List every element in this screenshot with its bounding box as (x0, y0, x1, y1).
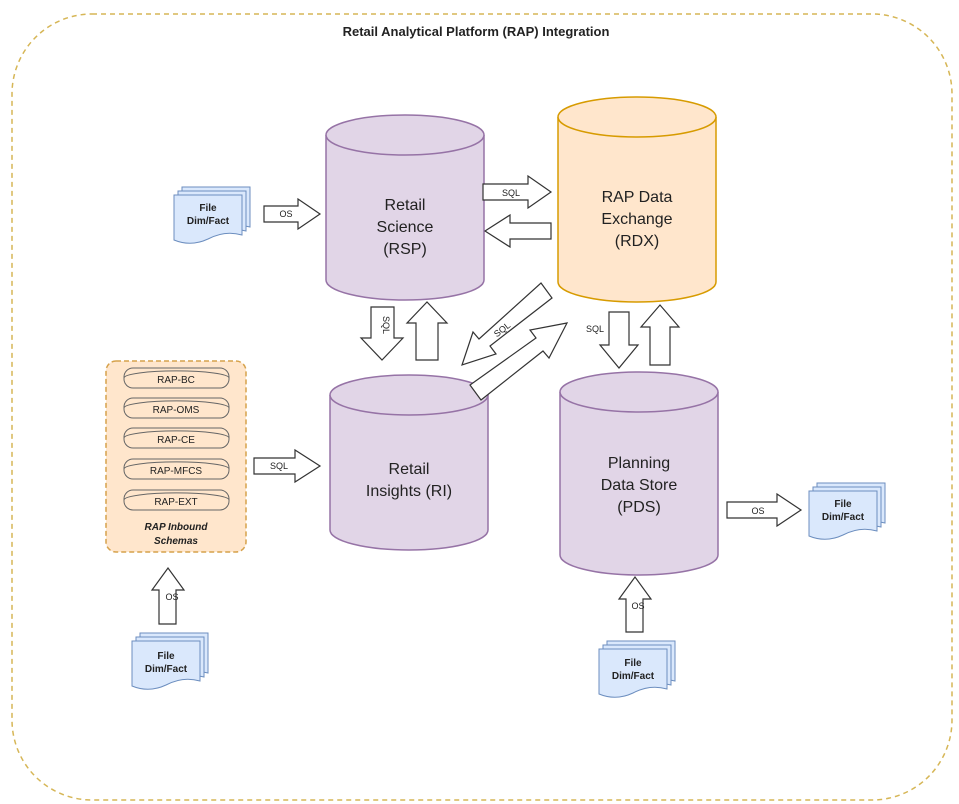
arrow-pds-to-rdx (639, 304, 681, 366)
database-rdx: RAP Data Exchange (RDX) (557, 96, 717, 303)
arrow-label-pds-to-file: OS (751, 506, 764, 516)
schema-rap-bc: RAP-BC (123, 367, 230, 389)
arrow-label-file-to-rsp: OS (279, 209, 292, 219)
schema-rap-ext: RAP-EXT (123, 489, 230, 511)
schemas-caption-line2: Schemas (154, 536, 198, 547)
svg-text:Dim/Fact: Dim/Fact (145, 664, 188, 675)
arrow-label-rdx-to-pds: SQL (586, 324, 604, 334)
svg-text:RAP-OMS: RAP-OMS (153, 405, 200, 416)
svg-text:RAP-MFCS: RAP-MFCS (150, 466, 203, 477)
arrow-label-schemas-to-ri: SQL (270, 461, 288, 471)
file-stack-rsp: File Dim/Fact (173, 186, 251, 244)
rsp-label-line1: Retail (385, 197, 426, 214)
schema-rap-ce: RAP-CE (123, 427, 230, 449)
file-stack-schemas: File Dim/Fact (131, 632, 209, 690)
platform-boundary (11, 13, 953, 801)
schema-rap-oms: RAP-OMS (123, 397, 230, 419)
file-stack-pds-inbound: File Dim/Fact (598, 640, 676, 698)
arrow-rdx-to-rsp (483, 213, 552, 249)
schema-rap-mfcs: RAP-MFCS (123, 458, 230, 480)
svg-text:RAP-BC: RAP-BC (157, 375, 195, 386)
arrow-pds-to-file (726, 492, 803, 528)
rsp-label-line3: (RSP) (383, 241, 427, 258)
svg-text:RAP-CE: RAP-CE (157, 435, 195, 446)
svg-text:RAP-EXT: RAP-EXT (154, 497, 197, 508)
arrow-file-to-rsp (263, 197, 322, 231)
database-ri: Retail Insights (RI) (329, 374, 489, 551)
arrow-rsp-to-ri (359, 306, 405, 361)
schemas-caption-line1: RAP Inbound (145, 522, 209, 533)
ri-label-line1: Retail (389, 461, 430, 478)
pds-label-line3: (PDS) (617, 499, 661, 516)
svg-text:Dim/Fact: Dim/Fact (187, 216, 230, 227)
rsp-label-line2: Science (377, 219, 434, 236)
pds-label-line1: Planning (608, 455, 670, 472)
database-rsp: Retail Science (RSP) (325, 114, 485, 301)
rdx-label-line3: (RDX) (615, 233, 659, 250)
pds-label-line2: Data Store (601, 477, 678, 494)
ri-label-line2: Insights (RI) (366, 483, 452, 500)
svg-text:File: File (157, 651, 175, 662)
arrow-ri-to-rsp (405, 301, 449, 361)
rdx-label-line1: RAP Data (602, 189, 673, 206)
arrow-label-file-to-schemas: OS (165, 592, 178, 602)
svg-text:File: File (624, 658, 642, 669)
arrow-file-to-pds (617, 575, 653, 633)
arrow-schemas-to-ri (253, 448, 322, 484)
database-pds: Planning Data Store (PDS) (559, 371, 719, 576)
arrow-ri-to-rdx (469, 322, 569, 401)
inbound-schemas: RAP-BC RAP-OMS RAP-CE RAP-MFCS RAP-EXT R… (105, 360, 247, 553)
platform-title: Retail Analytical Platform (RAP) Integra… (343, 24, 610, 39)
arrow-label-rsp-to-ri: SQL (381, 316, 391, 334)
svg-text:File: File (199, 203, 217, 214)
arrow-rsp-to-rdx (482, 174, 553, 210)
arrow-label-rsp-to-rdx: SQL (502, 188, 520, 198)
arrow-label-file-to-pds: OS (631, 601, 644, 611)
rdx-label-line2: Exchange (601, 211, 672, 228)
svg-text:Dim/Fact: Dim/Fact (612, 671, 655, 682)
svg-text:Dim/Fact: Dim/Fact (822, 512, 865, 523)
svg-text:File: File (834, 499, 852, 510)
arrow-rdx-to-ri (461, 282, 553, 366)
arrow-file-to-schemas (150, 566, 186, 625)
file-stack-pds-outbound: File Dim/Fact (808, 482, 886, 540)
arrow-rdx-to-pds (598, 311, 640, 369)
